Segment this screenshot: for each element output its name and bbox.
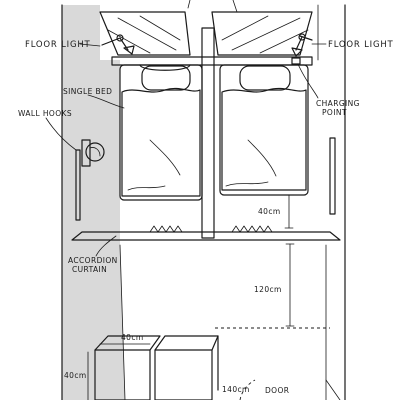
label-accordion-line1: ACCORDION: [68, 256, 118, 265]
label-wall-hooks: WALL HOOKS: [18, 109, 72, 118]
corridor-left-wall: [119, 244, 126, 400]
leader-charging-point: [297, 63, 319, 99]
label-dimension-40cm-top: 40cm: [121, 333, 144, 342]
wall-hook-bag-icon: [81, 139, 91, 167]
wall-hook-icon: [85, 142, 105, 162]
label-dimension-140cm: 140cm: [222, 385, 250, 394]
blanket-left: [121, 87, 201, 197]
floor-light-icon: [291, 33, 313, 57]
left-wall-shade: [62, 5, 125, 400]
label-dimension-120cm: 120cm: [254, 285, 282, 294]
top-window-right: [211, 11, 313, 56]
light-ray: [187, 0, 191, 9]
label-dimension-40cm-bed-gap: 40cm: [258, 207, 281, 216]
label-floor-light-right: FLOOR LIGHT: [328, 40, 394, 50]
label-single-bed: SINGLE BED: [63, 87, 112, 96]
dimension-40cm-bed-gap: [284, 194, 294, 229]
label-door: DOOR: [265, 386, 289, 395]
central-partition: [201, 27, 215, 239]
bed-left: [119, 64, 203, 201]
wall-hooks-rail: [75, 149, 81, 221]
leader-accordion: [95, 235, 117, 257]
leader-wall-hooks: [45, 117, 77, 151]
storage-box-right: [154, 335, 219, 400]
right-wall-rail: [329, 137, 336, 215]
charging-point-icon: [291, 57, 301, 65]
door-swing: [239, 379, 256, 400]
headboard-shelf: [111, 56, 313, 66]
label-dimension-40cm-left: 40cm: [64, 371, 87, 380]
label-accordion-line2: CURTAIN: [72, 265, 107, 274]
label-floor-light-left: FLOOR LIGHT: [25, 40, 91, 50]
blanket-right: [221, 87, 307, 191]
floor-light-icon: [101, 34, 135, 55]
bed-right: [219, 64, 309, 196]
leader-floor-light-left: [79, 43, 101, 47]
pillow-right: [239, 65, 291, 91]
top-window-left: [99, 11, 191, 56]
label-charging-line2: POINT: [322, 108, 347, 117]
dimension-120cm: [285, 243, 295, 327]
light-ray: [232, 0, 238, 13]
label-charging-line1: CHARGING: [316, 99, 360, 108]
accordion-curtain: [71, 225, 341, 241]
leader-single-bed: [87, 94, 125, 109]
storage-box-left: [94, 335, 161, 400]
door-leaf: [325, 379, 341, 400]
